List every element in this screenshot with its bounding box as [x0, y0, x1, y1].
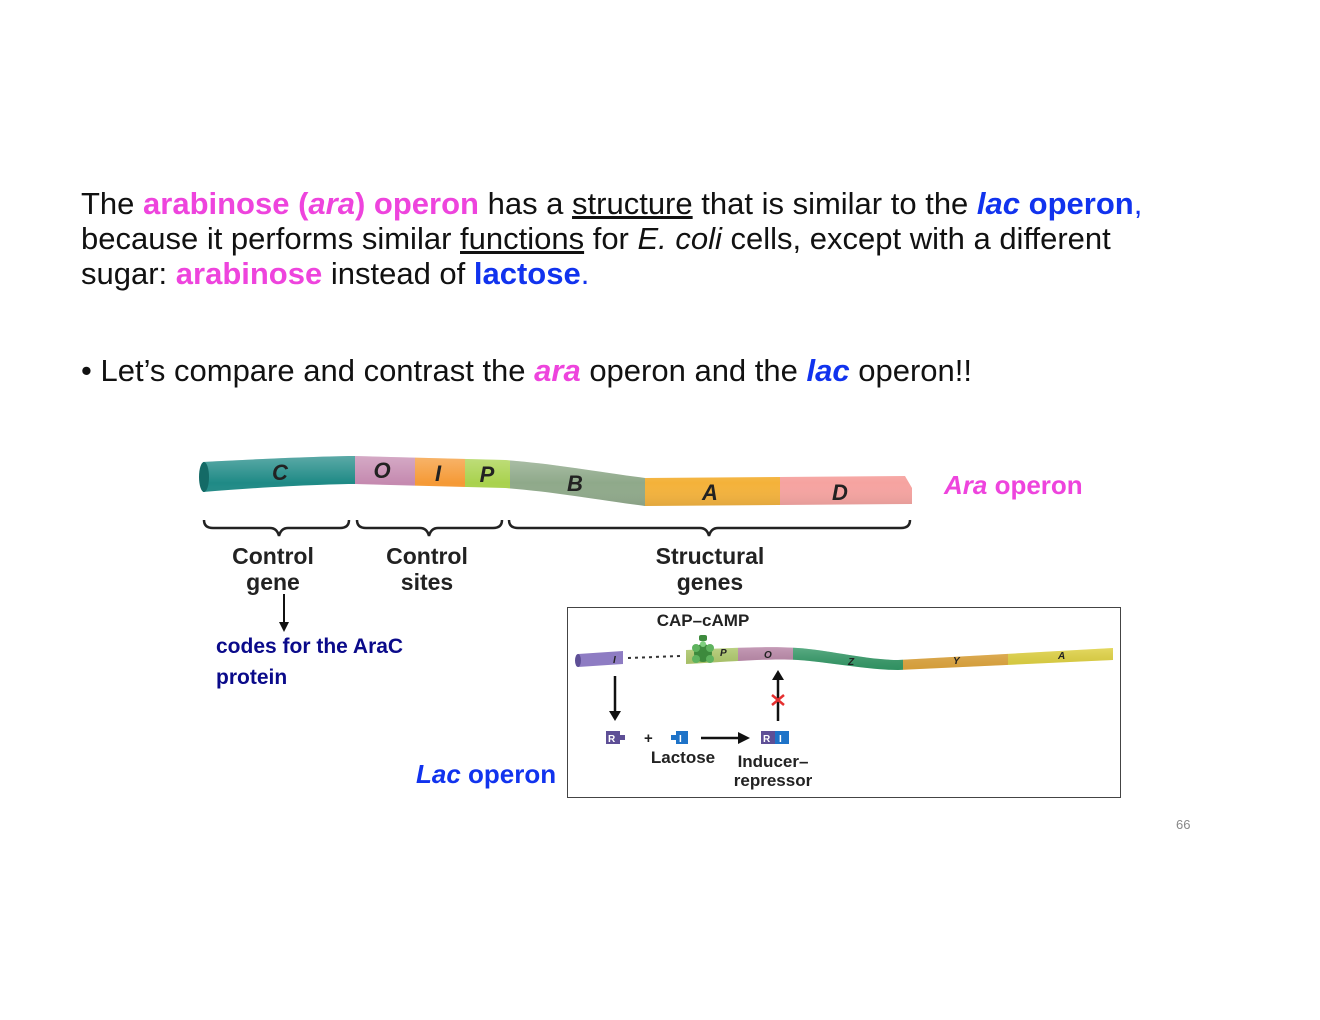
para-text: cells, except with a different [721, 221, 1111, 256]
arabinose-term: arabinose [175, 256, 323, 291]
lac-word: lac [806, 353, 850, 388]
cap-camp-label: CAP–cAMP [656, 611, 750, 630]
para-text: has a [478, 186, 573, 221]
structure-word: structure [572, 186, 693, 221]
repressor-block [606, 731, 620, 744]
inducer-block [676, 731, 688, 744]
lac-i-label: I [613, 655, 616, 666]
ara-operon-label: Ara operon [944, 470, 1083, 500]
para-text: that is similar to the [692, 186, 977, 221]
lac-i-gene [578, 651, 623, 667]
gene-c-label: C [272, 460, 289, 485]
lac-operon-label: Lac operon [416, 759, 557, 789]
lactose-term: lactose [473, 256, 581, 291]
blocked-x-icon [771, 694, 785, 706]
structural-genes-brace [507, 519, 912, 537]
bullet-text: operon!! [849, 353, 972, 388]
plus-sign: + [644, 730, 653, 747]
control-gene-arrow [279, 594, 289, 632]
lac-y-label: Y [953, 656, 961, 667]
comma: , [1133, 186, 1143, 221]
gene-b-label: B [567, 471, 583, 496]
svg-text:I: I [679, 734, 682, 745]
lac-operon-term: operon [1020, 186, 1134, 221]
intro-paragraph: The arabinose (ara) operon has a structu… [81, 186, 1261, 291]
ara-term-part1: arabinose ( [143, 186, 309, 221]
period: . [580, 256, 590, 291]
lac-operon-panel: I P O Z Y A [567, 607, 1121, 798]
compare-bullet: • Let’s compare and contrast the ara ope… [81, 352, 1261, 390]
inducer-repressor-block [761, 731, 775, 744]
bullet-dot: • [81, 353, 92, 388]
arac-note: codes for the AraC protein [216, 635, 404, 689]
gene-o-label: O [373, 458, 390, 483]
lac-operon-diagram: I P O Z Y A [575, 635, 1113, 747]
para-text: sugar: [81, 256, 176, 291]
svg-text:I: I [779, 734, 782, 745]
inducer-repressor-label: Inducer–repressor [733, 752, 813, 790]
ara-abbr: ara [308, 186, 355, 221]
gene-i-label: I [435, 461, 442, 486]
cap-camp-complex [692, 635, 714, 663]
ara-operon-diagram: C O I P B A D [199, 456, 912, 537]
gene-a-label: A [701, 480, 718, 505]
ecoli-term: E. coli [637, 221, 722, 256]
gene-d-label: D [832, 480, 848, 505]
para-text: instead of [322, 256, 474, 291]
bullet-text: Let’s compare and contrast the [91, 353, 535, 388]
ara-operon-term: arabinose (ara) operon [143, 186, 479, 221]
control-gene-brace [202, 519, 351, 537]
gene-p-label: P [480, 462, 495, 487]
lac-a-label: A [1057, 651, 1065, 662]
svg-text:R: R [608, 734, 616, 745]
lac-abbr: lac [976, 186, 1021, 221]
lac-z-label: Z [847, 657, 855, 668]
ara-word: ara [534, 353, 581, 388]
lac-p-label: P [720, 648, 727, 659]
ara-term-part2: ) operon [354, 186, 479, 221]
page-number: 66 [1176, 817, 1191, 832]
functions-word: functions [460, 221, 585, 256]
control-sites-brace [355, 519, 504, 537]
para-text: The [81, 186, 144, 221]
para-text: because it performs similar [81, 221, 461, 256]
lac-o-label: O [764, 650, 772, 661]
para-text: for [584, 221, 638, 256]
bullet-text: operon and the [580, 353, 807, 388]
svg-text:R: R [763, 734, 771, 745]
lactose-label: Lactose [650, 748, 716, 767]
